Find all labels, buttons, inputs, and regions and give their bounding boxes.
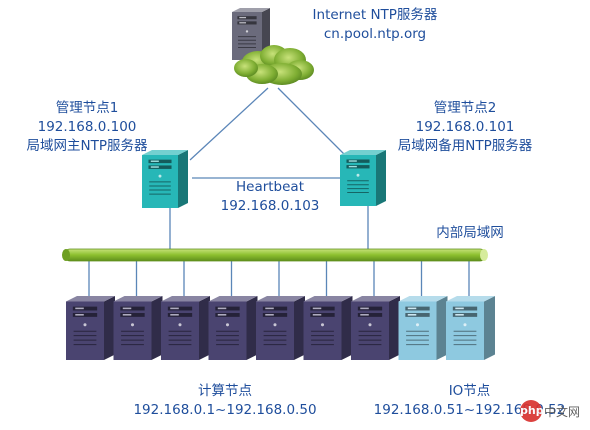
compute-node-server-icon-5 xyxy=(256,296,305,360)
internet-ntp-host: cn.pool.ntp.org xyxy=(323,26,427,42)
lan-bus-cap-left xyxy=(62,249,70,261)
io-node-server-icon-1 xyxy=(398,296,448,360)
lan-bus xyxy=(63,248,487,262)
lan-label-text: 内部局域网 xyxy=(436,225,504,241)
heartbeat-title: Heartbeat xyxy=(235,179,304,195)
mgmt-node-1-role: 局域网主NTP服务器 xyxy=(26,138,148,154)
compute-nodes-title: 计算节点 xyxy=(198,383,252,399)
mgmt-node-1-server-icon xyxy=(142,150,188,208)
php-logo-icon: php xyxy=(520,400,544,422)
lan-label: 内部局域网 xyxy=(420,224,520,243)
io-nodes-label: IO节点 192.168.0.51~192.168.0.52 xyxy=(362,382,577,420)
mgmt-node-2-ip: 192.168.0.101 xyxy=(415,119,515,135)
compute-nodes-range: 192.168.0.1~192.168.0.50 xyxy=(133,402,317,418)
mgmt-node-1-name: 管理节点1 xyxy=(55,100,119,116)
compute-node-server-icon-3 xyxy=(161,296,210,360)
heartbeat-ip: 192.168.0.103 xyxy=(220,198,320,214)
mgmt-node-2-role: 局域网备用NTP服务器 xyxy=(397,138,533,154)
io-nodes-range: 192.168.0.51~192.168.0.52 xyxy=(373,402,566,418)
watermark-text: 中文网 xyxy=(544,404,581,419)
io-node-server-icon-2 xyxy=(446,296,495,360)
mgmt-node-2-label: 管理节点2 192.168.0.101 局域网备用NTP服务器 xyxy=(380,99,550,156)
compute-node-server-icon-4 xyxy=(208,296,258,360)
nodes-layer xyxy=(66,8,495,360)
mgmt-node-1-ip: 192.168.0.100 xyxy=(37,119,137,135)
lan-bus-cap-right xyxy=(480,249,488,261)
lan-bus-layer xyxy=(62,248,488,262)
site-watermark: php 中文网 xyxy=(520,400,586,422)
uplink-mgmt1-line xyxy=(189,87,269,161)
compute-node-server-icon-1 xyxy=(66,296,115,360)
heartbeat-label: Heartbeat 192.168.0.103 xyxy=(200,178,340,216)
mgmt-node-1-label: 管理节点1 192.168.0.100 局域网主NTP服务器 xyxy=(12,99,162,156)
cloud-icon xyxy=(234,45,314,85)
internet-ntp-title: Internet NTP服务器 xyxy=(312,7,438,23)
compute-node-server-icon-2 xyxy=(113,296,163,360)
mgmt-node-2-name: 管理节点2 xyxy=(433,100,497,116)
internet-ntp-label: Internet NTP服务器 cn.pool.ntp.org xyxy=(300,6,450,44)
io-nodes-title: IO节点 xyxy=(448,383,491,399)
mgmt-node-2-server-icon xyxy=(340,150,386,206)
uplink-mgmt2-line xyxy=(277,87,351,161)
compute-node-server-icon-7 xyxy=(351,296,400,360)
compute-nodes-label: 计算节点 192.168.0.1~192.168.0.50 xyxy=(120,382,330,420)
compute-node-server-icon-6 xyxy=(303,296,353,360)
links-layer xyxy=(88,87,470,296)
